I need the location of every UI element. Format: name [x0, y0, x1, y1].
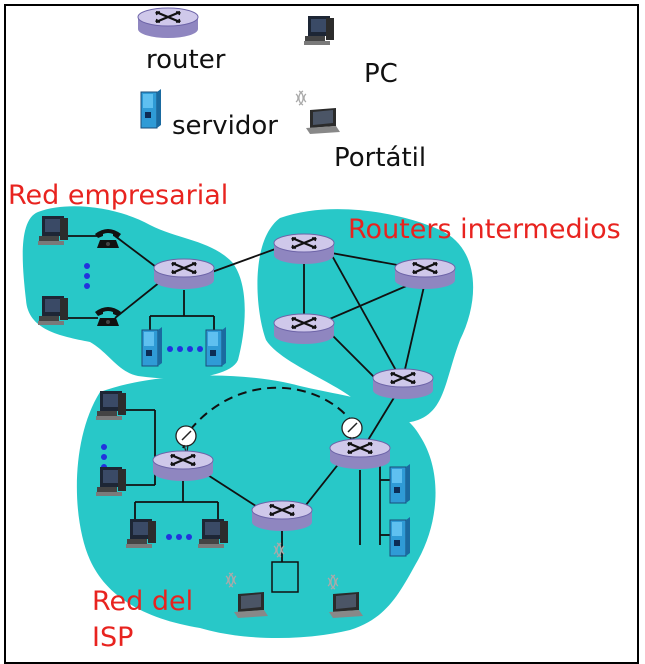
- laptop-icon: [234, 592, 268, 618]
- legend-pc-label: PC: [364, 59, 398, 89]
- router-icon: [272, 312, 336, 346]
- pc-icon: [304, 16, 334, 45]
- satellite-link: [189, 386, 353, 431]
- server-icon: [389, 463, 411, 504]
- legend-server-label: servidor: [172, 111, 278, 141]
- server-icon: [205, 326, 227, 367]
- router-icon: [272, 232, 336, 266]
- router-icon: [371, 367, 435, 401]
- server-icon: [389, 516, 411, 557]
- router-icon: [152, 257, 216, 291]
- network-links: [60, 235, 426, 562]
- laptop-icon: [329, 592, 363, 618]
- router-icon: [136, 6, 200, 40]
- router-icon: [328, 437, 392, 471]
- server-icon: [140, 88, 162, 129]
- isp-network-label-line2: ISP: [92, 622, 133, 653]
- enterprise-network-label: Red empresarial: [8, 180, 228, 211]
- router-icon: [151, 449, 215, 483]
- isp-network-label-line1: Red del: [92, 586, 193, 617]
- router-icon: [393, 257, 457, 291]
- laptop-icon: [306, 108, 340, 134]
- wireless-access-point-icon: [271, 561, 299, 593]
- enterprise-network-area: [22, 206, 245, 379]
- server-icon: [141, 326, 163, 367]
- router-icon: [250, 499, 314, 533]
- legend-laptop-label: Portátil: [334, 143, 426, 173]
- legend-router-label: router: [146, 45, 226, 75]
- intermediate-routers-label: Routers intermedios: [348, 214, 621, 245]
- wireless-icon: [295, 90, 307, 106]
